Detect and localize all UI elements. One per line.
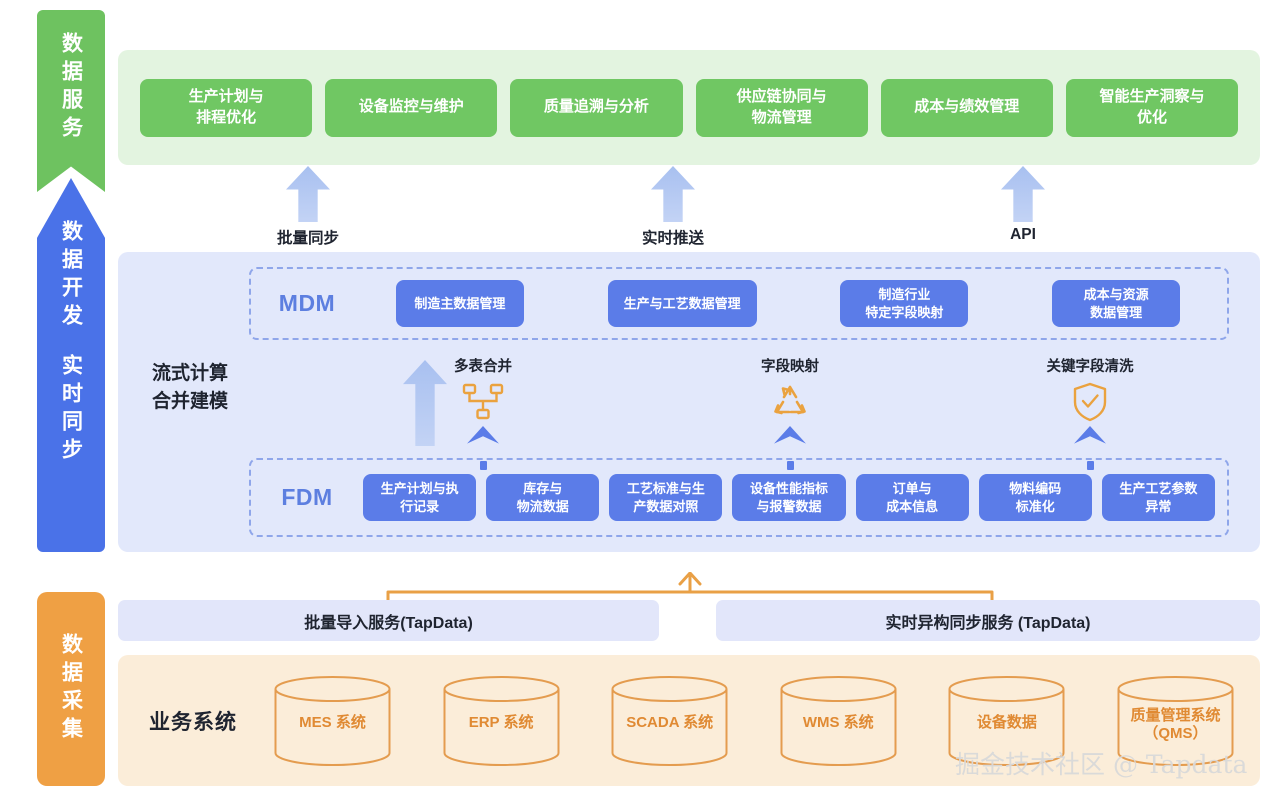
fdm-chip[interactable]: 库存与 物流数据 [486, 474, 600, 521]
service-card[interactable]: 智能生产洞察与 优化 [1065, 78, 1239, 137]
merge-tree-icon [393, 380, 573, 424]
fdm-tier-label: FDM [281, 484, 333, 510]
fdm-chip[interactable]: 订单与 成本信息 [855, 474, 969, 521]
database-label: MES 系统 [299, 713, 366, 731]
rail-realtime-sync-label: 实时同步 [59, 354, 83, 466]
transform-label: 多表合并 [454, 359, 512, 375]
tapdata-realtime-sync-bar[interactable]: 实时异构同步服务 (TapData) [716, 600, 1260, 641]
mdm-group: MDM 制造主数据管理 生产与工艺数据管理 制造行业 特定字段映射 成本与资源 … [249, 267, 1229, 340]
rail-data-collection: 数据采集 [37, 592, 105, 786]
data-service-panel: 生产计划与 排程优化 设备监控与维护 质量追溯与分析 供应链协同与 物流管理 成… [118, 50, 1260, 165]
mdm-chip[interactable]: 生产与工艺数据管理 [607, 280, 757, 327]
arrow-label-batch-sync: 批量同步 [276, 230, 340, 247]
recycle-cycle-icon [700, 380, 880, 424]
fdm-chip[interactable]: 生产工艺参数 异常 [1101, 474, 1215, 521]
fdm-chip[interactable]: 物料编码 标准化 [978, 474, 1092, 521]
database-label: 质量管理系统 （QMS） [1130, 706, 1221, 742]
database-label: 设备数据 [976, 713, 1037, 731]
up-arrow-tail-icon [479, 461, 487, 470]
database-label: WMS 系统 [802, 713, 874, 731]
mdm-chip[interactable]: 成本与资源 数据管理 [1052, 280, 1181, 327]
transform-key-field-cleansing: 关键字段清洗 [1000, 355, 1180, 470]
orange-bracket-connector [383, 571, 997, 607]
database-label: SCADA 系统 [626, 713, 714, 731]
rail-data-collection-label: 数据采集 [59, 633, 83, 745]
service-card[interactable]: 供应链协同与 物流管理 [695, 78, 868, 137]
stream-compute-label: 流式计算 合并建模 [151, 363, 228, 412]
transform-label: 关键字段清洗 [1046, 359, 1134, 375]
up-arrow-tail-icon [786, 461, 794, 470]
up-arrow-icon [774, 426, 806, 444]
rail-data-service-label: 数据服务 [59, 32, 83, 144]
database-label: ERP 系统 [468, 713, 534, 731]
service-card[interactable]: 生产计划与 排程优化 [140, 78, 313, 137]
fdm-chip[interactable]: 设备性能指标 与报警数据 [732, 474, 846, 521]
rail-data-development-label: 数据开发 [59, 220, 83, 332]
rail-data-service: 数据服务 [37, 10, 105, 192]
data-development-panel: 流式计算 合并建模 MDM 制造主数据管理 生产与工艺数据管理 制造行业 特定字… [118, 252, 1260, 552]
up-arrow-icon [286, 166, 330, 222]
arrow-label-realtime-push: 实时推送 [641, 230, 705, 247]
mdm-tier-label: MDM [278, 290, 336, 316]
up-arrow-tail-icon [1086, 461, 1094, 470]
up-arrow-icon [1001, 166, 1045, 222]
transform-label: 字段映射 [761, 359, 819, 375]
database-cylinder[interactable]: MES 系统 [268, 675, 397, 767]
database-cylinder[interactable]: SCADA 系统 [605, 675, 734, 767]
up-arrow-icon [651, 166, 695, 222]
up-arrow-icon [1074, 426, 1106, 444]
mdm-chip[interactable]: 制造主数据管理 [395, 280, 524, 327]
mdm-chip[interactable]: 制造行业 特定字段映射 [840, 280, 969, 327]
transform-multi-table-merge: 多表合并 [393, 355, 573, 470]
business-systems-label: 业务系统 [149, 710, 237, 734]
database-cylinder[interactable]: WMS 系统 [774, 675, 903, 767]
database-cylinder[interactable]: ERP 系统 [437, 675, 566, 767]
tapdata-batch-import-bar[interactable]: 批量导入服务(TapData) [118, 600, 659, 641]
fdm-chip[interactable]: 生产计划与执 行记录 [363, 474, 477, 521]
service-card[interactable]: 设备监控与维护 [325, 78, 498, 137]
fdm-group: FDM 生产计划与执 行记录 库存与 物流数据 工艺标准与生 产数据对照 设备性… [249, 458, 1229, 537]
fdm-chip[interactable]: 工艺标准与生 产数据对照 [609, 474, 723, 521]
transform-field-mapping: 字段映射 [700, 355, 880, 470]
data-collection-panel: 业务系统 MES 系统 ERP 系统 [118, 655, 1260, 786]
service-card[interactable]: 质量追溯与分析 [510, 78, 683, 137]
database-cylinder[interactable]: 质量管理系统 （QMS） [1111, 675, 1240, 767]
database-cylinder[interactable]: 设备数据 [942, 675, 1071, 767]
service-card[interactable]: 成本与绩效管理 [880, 78, 1053, 137]
rail-data-development: 数据开发 实时同步 [37, 178, 105, 552]
arrow-label-api: API [1010, 226, 1036, 243]
shield-check-icon [1000, 380, 1180, 424]
up-arrow-icon [467, 426, 499, 444]
